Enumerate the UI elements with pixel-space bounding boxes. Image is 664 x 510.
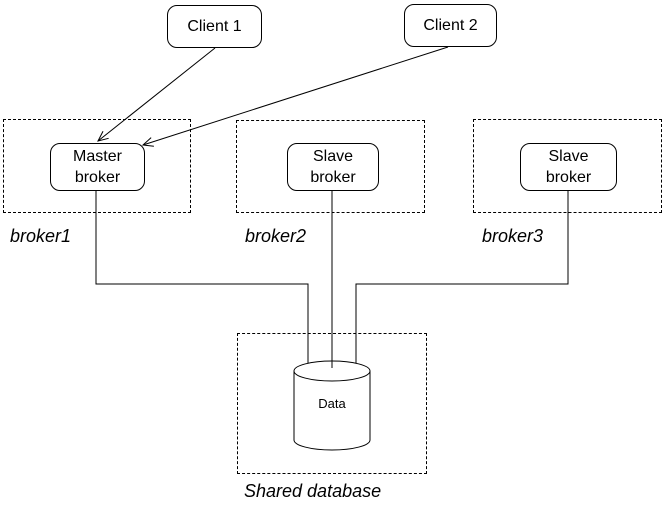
broker3-group-label: broker3: [482, 226, 544, 246]
client1-to-master-arrow: [97, 47, 216, 142]
slave-broker3-node: Slave broker: [520, 143, 617, 191]
client2-node: Client 2: [404, 4, 497, 47]
client1-label: Client 1: [187, 17, 242, 35]
database-cylinder-shape: [293, 360, 371, 451]
broker2-group-label: broker2: [245, 226, 307, 246]
broker1-group-label: broker1: [10, 226, 72, 246]
shared-database-group-label: Shared database: [244, 481, 382, 501]
master-broker-label: Master broker: [73, 148, 122, 186]
database-cylinder-label: Data: [318, 396, 346, 411]
slave-broker3-label: Slave broker: [545, 148, 592, 186]
slave-broker3-to-database-line: [355, 190, 569, 363]
master-broker-to-database-line: [95, 190, 309, 363]
slave-broker2-label: Slave broker: [310, 148, 356, 186]
master-broker-node: Master broker: [50, 143, 145, 191]
client2-to-master-arrow: [141, 46, 449, 147]
broker1-group-box: [3, 119, 191, 213]
client2-label: Client 2: [423, 16, 478, 34]
slave-broker2-node: Slave broker: [287, 143, 379, 191]
broker2-group-box: [236, 120, 425, 213]
client1-node: Client 1: [167, 5, 262, 48]
